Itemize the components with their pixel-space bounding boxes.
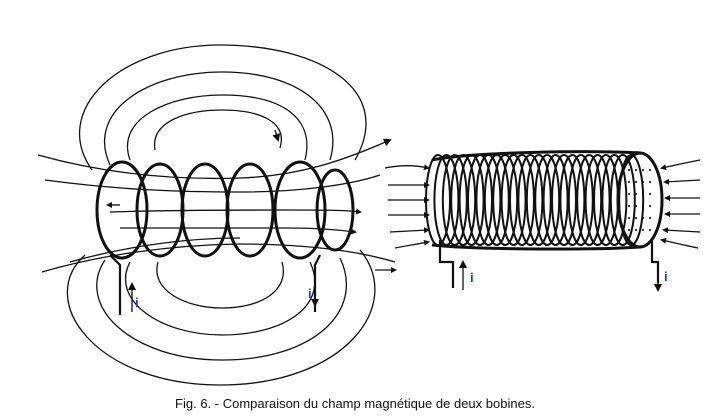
left-upper-field-lines [79, 44, 367, 171]
left-axial-field-lines [37, 138, 397, 273]
left-lower-field-lines [66, 249, 376, 386]
solenoid-turn [425, 154, 451, 246]
left-coil-diagram: i i [37, 44, 397, 386]
solenoid-turn [609, 154, 636, 246]
solenoid-turn [441, 154, 468, 246]
solenoid-turn [475, 154, 502, 246]
left-coil-windings [95, 160, 355, 260]
right-field-lines-right [660, 159, 701, 249]
solenoid-turn [576, 154, 603, 246]
solenoid-end-face [616, 151, 664, 249]
solenoid-turn [450, 154, 477, 246]
solenoid-turn [517, 154, 544, 246]
solenoid-windings [425, 150, 645, 251]
solenoid-turn [509, 154, 535, 246]
solenoid-turn [584, 154, 611, 246]
solenoid-turn [500, 154, 527, 246]
solenoid-turn [492, 154, 519, 246]
left-coil-leads [109, 254, 321, 315]
right-coil-current-label-b: i [664, 269, 668, 284]
solenoid-turn [534, 154, 561, 246]
figure-caption: Fig. 6. - Comparaison du champ magnétiqu… [175, 396, 535, 411]
solenoid-turn [458, 154, 485, 246]
solenoid-turn [483, 154, 510, 246]
solenoid-turn [559, 154, 586, 246]
right-coil-diagram: i i [384, 150, 701, 292]
solenoid-turn [567, 154, 594, 246]
solenoid-turn [467, 154, 493, 246]
solenoid-bottom-edge [431, 243, 641, 251]
left-coil-current-label-b: i [308, 286, 312, 301]
solenoid-turn [525, 154, 552, 246]
solenoid-end-field-dots [628, 169, 651, 231]
solenoid-turn [433, 154, 460, 246]
right-coil-leads [438, 240, 662, 292]
right-coil-current-label-a: i [470, 270, 474, 285]
solenoid-turn [551, 154, 577, 246]
solenoid-turn [542, 154, 569, 246]
right-field-lines-left [384, 164, 430, 249]
solenoid-turn [601, 154, 628, 246]
left-coil-current-label-a: i [135, 295, 139, 310]
